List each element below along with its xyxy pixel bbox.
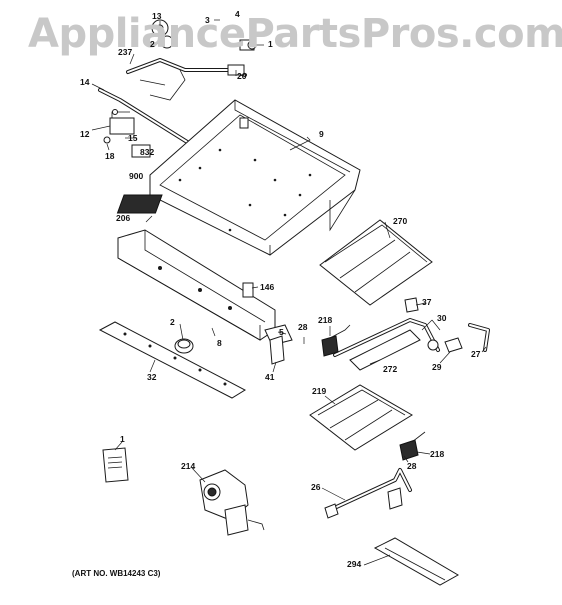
watermark: AppliancePartsPros.com (28, 11, 562, 57)
part-label: 2 (170, 317, 175, 327)
part-label: 146 (260, 282, 275, 292)
part-label: 832 (140, 147, 155, 157)
part-label: 218 (430, 449, 445, 459)
part-label: 14 (80, 77, 90, 87)
part-label: 9 (319, 129, 324, 139)
art-number: (ART NO. WB14243 C3) (72, 569, 161, 578)
broil-burner (324, 468, 412, 519)
part-label: 27 (471, 349, 481, 359)
part-label: 8 (217, 338, 222, 348)
part-label: 219 (312, 386, 327, 396)
orifice-strip (98, 321, 285, 399)
part-label: 206 (116, 213, 131, 223)
part-label: 1 (120, 434, 125, 444)
part-label: 12 (80, 129, 90, 139)
part-label: 20 (237, 71, 247, 81)
leader-lines (91, 19, 487, 566)
part-label: 30 (437, 313, 447, 323)
part-label: 32 (147, 372, 157, 382)
part-label: 15 (128, 133, 138, 143)
part-label: 2 (150, 39, 155, 49)
part-label: 218 (318, 315, 333, 325)
part-label: 13 (152, 11, 162, 21)
burner-box (116, 99, 361, 256)
burner-shield-219 (309, 384, 426, 461)
part-label: 294 (347, 559, 362, 569)
part-label: 37 (422, 297, 432, 307)
part-label: 237 (118, 47, 133, 57)
part-label: 28 (298, 322, 308, 332)
part-label: 272 (383, 364, 398, 374)
part-label: 28 (407, 461, 417, 471)
part-label: 214 (181, 461, 196, 471)
part-label: 5 (279, 327, 284, 337)
part-label: 900 (129, 171, 144, 181)
drawer-baffle (373, 537, 460, 586)
owners-manual (102, 447, 129, 483)
gas-regulator (199, 469, 265, 536)
part-label: 26 (311, 482, 321, 492)
part-label: 29 (432, 362, 442, 372)
oven-burner-tube (321, 297, 490, 371)
part-label: 3 (205, 15, 210, 25)
part-label: 4 (235, 9, 240, 19)
burner-shield-270 (319, 219, 433, 306)
part-label: 41 (265, 372, 275, 382)
part-label: 1 (268, 39, 273, 49)
part-label: 270 (393, 216, 408, 226)
part-label: 18 (105, 151, 115, 161)
